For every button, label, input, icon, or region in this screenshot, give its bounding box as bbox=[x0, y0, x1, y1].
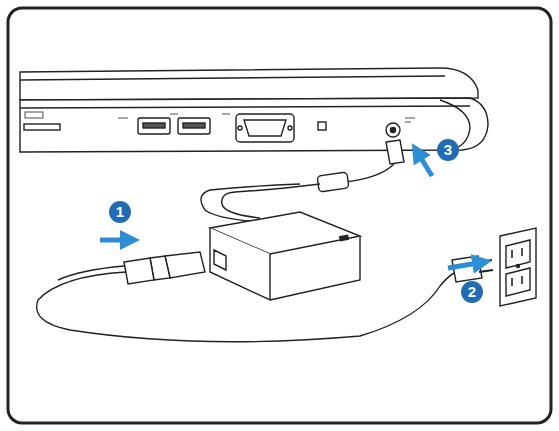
power-adapter bbox=[210, 212, 360, 300]
laptop bbox=[20, 68, 488, 152]
frame bbox=[8, 8, 551, 423]
ac-cord bbox=[37, 252, 493, 342]
dc-cord bbox=[201, 140, 404, 224]
direction-arrow bbox=[100, 150, 484, 268]
callout-number: 3 bbox=[437, 139, 459, 161]
callout-number: 1 bbox=[109, 201, 131, 223]
wall-outlet bbox=[500, 228, 536, 306]
callout-number: 2 bbox=[461, 281, 483, 303]
